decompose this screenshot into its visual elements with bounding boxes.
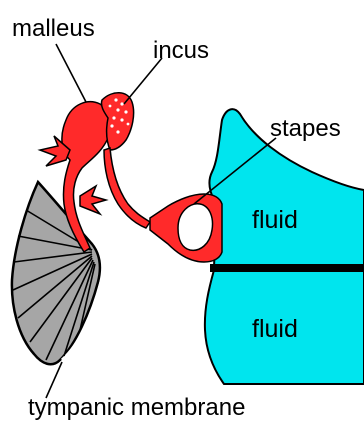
tympanic-membrane-label: tympanic membrane (28, 396, 245, 420)
upper-fluid-label: fluid (252, 208, 298, 233)
lower-fluid-label: fluid (252, 317, 298, 342)
fluid-divider (210, 264, 364, 272)
incus-label: incus (153, 39, 209, 63)
incus-long-process (104, 148, 150, 228)
incus-leader (124, 58, 162, 104)
malleus-label: malleus (12, 17, 95, 41)
stapes-label: stapes (270, 117, 341, 141)
malleus-leader (56, 44, 86, 102)
tympanic-membrane-leader (46, 362, 62, 398)
stapes-bone (150, 194, 222, 262)
malleus-lateral-process (80, 186, 106, 214)
